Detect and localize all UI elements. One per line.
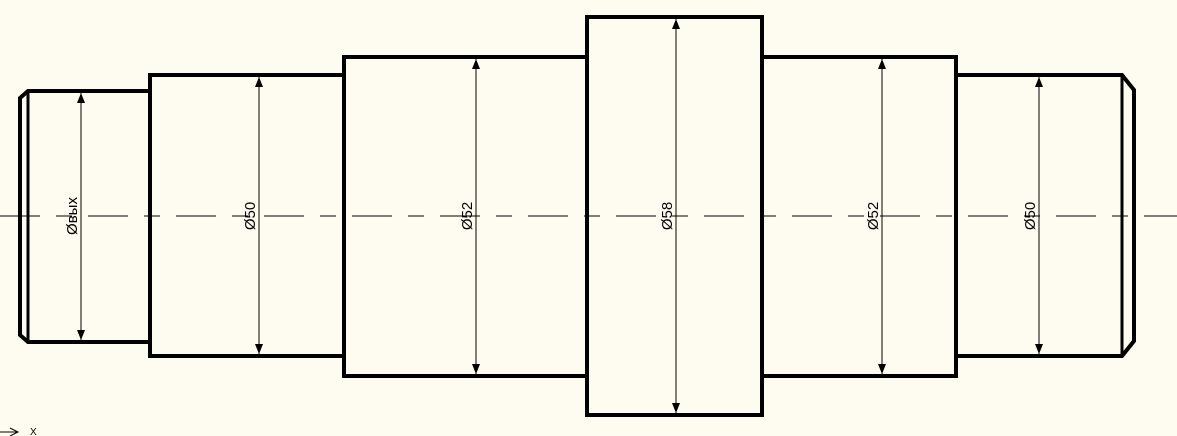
dimension-labels: Øвых Ø50 Ø52 Ø58 Ø52 Ø50	[64, 197, 1039, 235]
section-1-outline	[18, 89, 149, 344]
dimension-label-5: Ø52	[865, 202, 882, 230]
dimension-label-6: Ø50	[1022, 202, 1039, 230]
ucs-icon: X	[0, 427, 37, 436]
dimension-label-2: Ø50	[242, 202, 259, 230]
ucs-axis-label: X	[30, 427, 37, 436]
dimension-label-4: Ø58	[659, 202, 676, 230]
shaft-outline	[18, 15, 1136, 417]
section-6-outline	[956, 73, 1136, 358]
dimension-lines	[77, 19, 1043, 413]
section-5-outline	[760, 55, 958, 378]
dimension-label-3: Ø52	[459, 202, 476, 230]
dimension-label-1: Øвых	[64, 197, 81, 235]
